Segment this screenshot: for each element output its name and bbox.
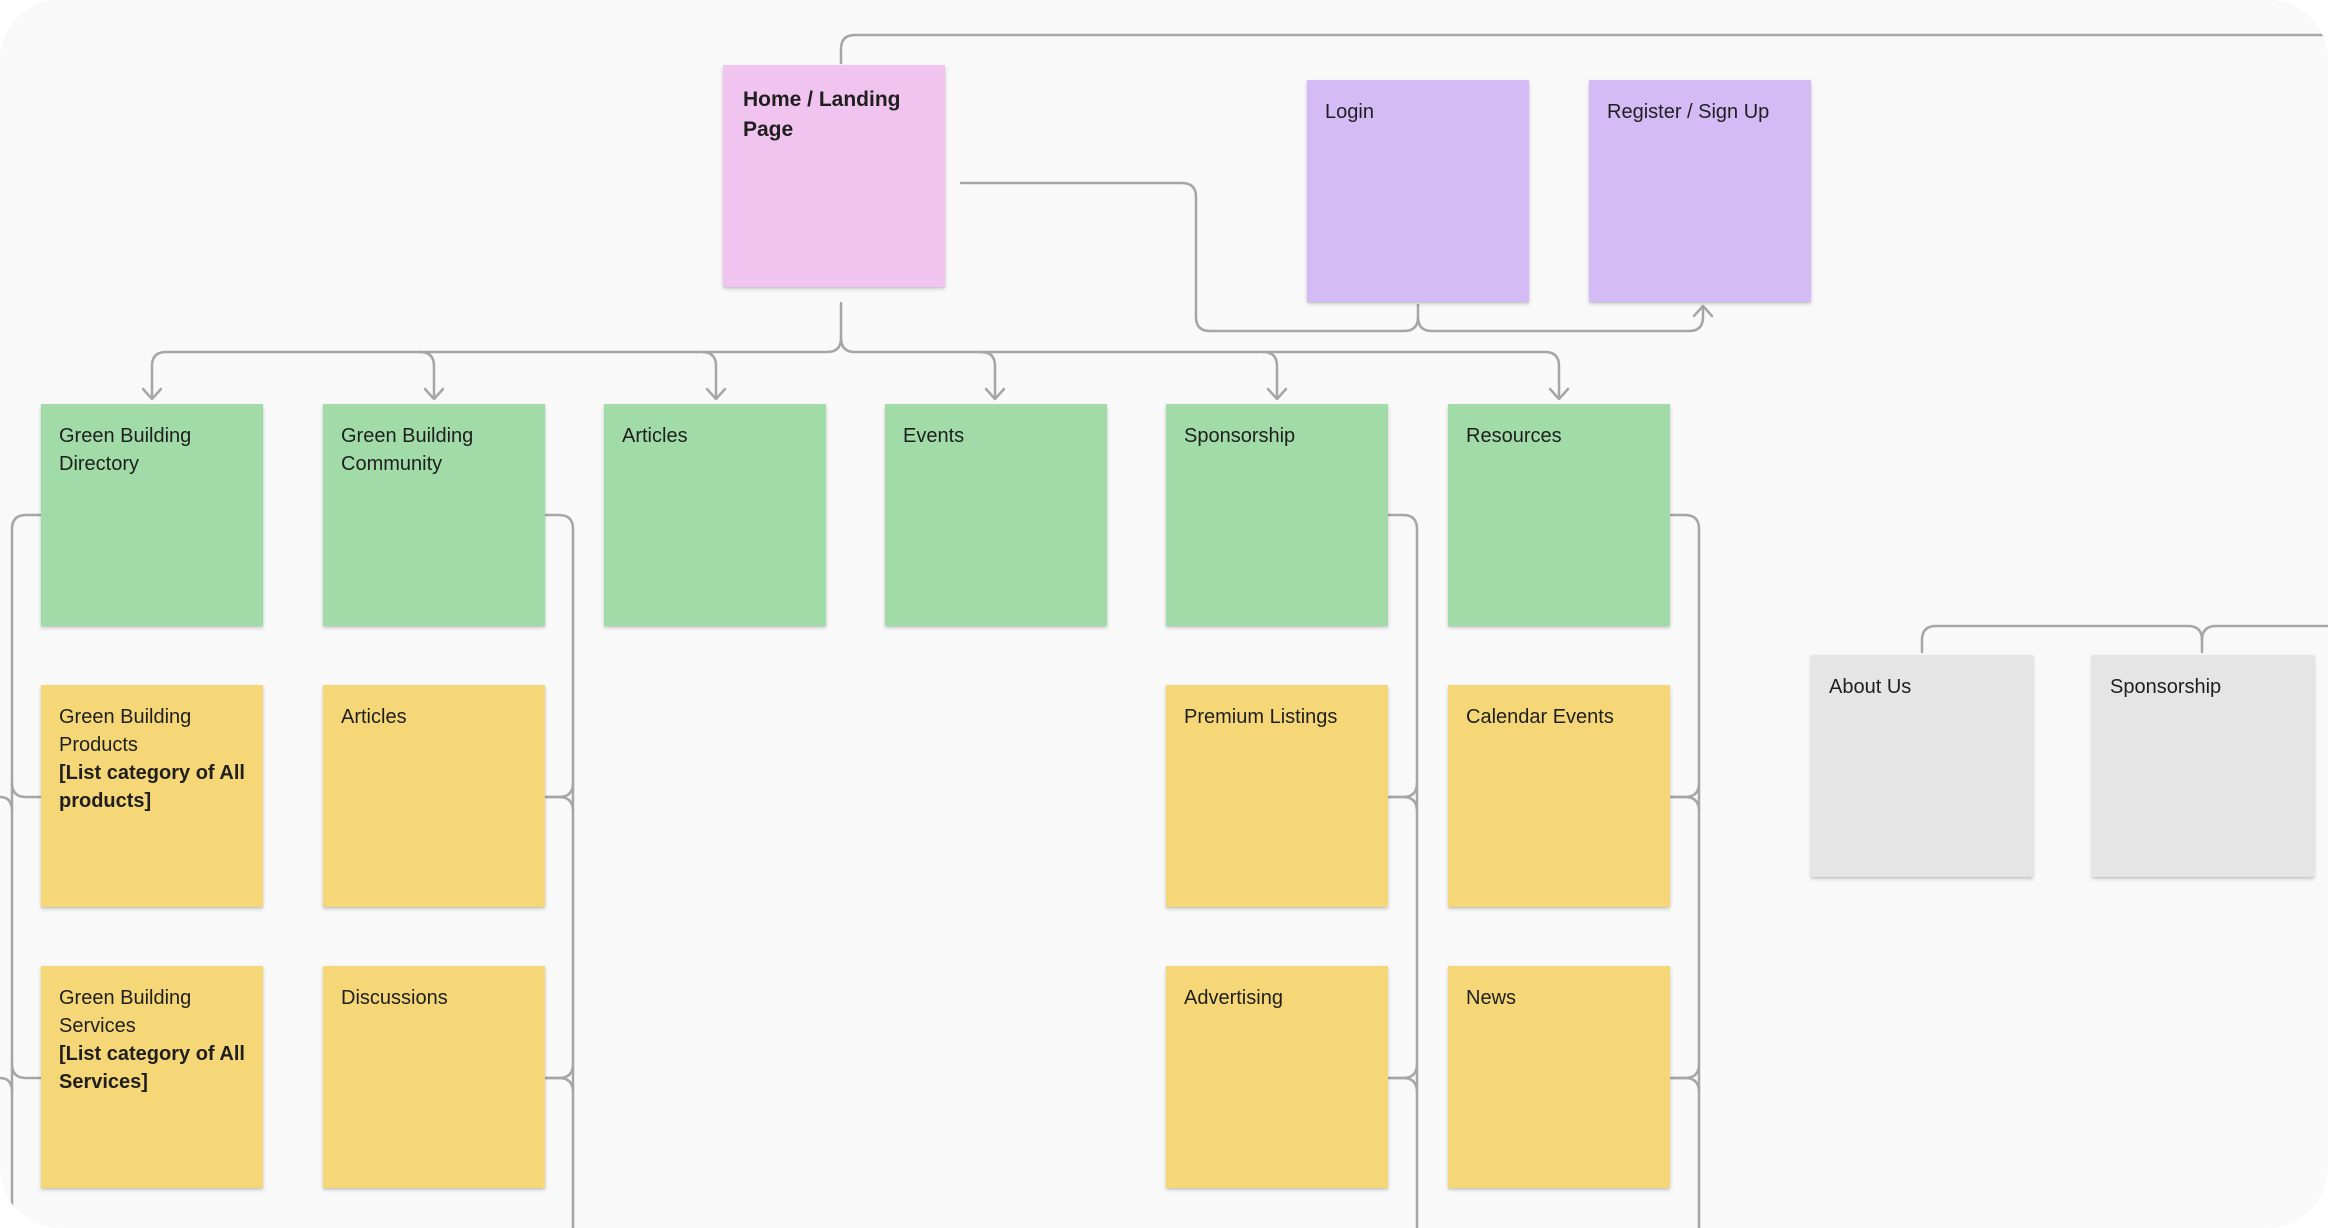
- section-card-label: Articles: [622, 425, 688, 447]
- connector-community-articles: [543, 781, 575, 799]
- connector-directory-products: [10, 781, 42, 799]
- subpage-card-discussions[interactable]: Discussions: [323, 966, 545, 1188]
- extra-card-about-us[interactable]: About Us: [1811, 655, 2033, 877]
- subpage-card-label: Premium Listings: [1184, 706, 1338, 728]
- section-card-resources[interactable]: Resources: [1448, 404, 1670, 626]
- connector-home-auth: [959, 181, 1420, 333]
- home-card-label: Home / Landing Page: [743, 88, 901, 141]
- subpage-card-label: Advertising: [1184, 987, 1283, 1009]
- section-card-label: Sponsorship: [1184, 425, 1296, 447]
- connector-sponsorship-advertising: [1387, 1062, 1419, 1080]
- section-card-directory[interactable]: Green Building Directory: [41, 404, 263, 626]
- register-card-label: Register / Sign Up: [1607, 101, 1770, 123]
- connector-sponsorship-premium: [1387, 781, 1419, 799]
- connector-sponsorship-advertising-b: [1387, 1076, 1419, 1094]
- connector-sponsorship-right: [1387, 513, 1419, 1228]
- connector-resources-news: [1669, 1062, 1701, 1080]
- subpage-card-label: News: [1466, 987, 1517, 1009]
- subpage-card-products[interactable]: Green Building Products [List category o…: [41, 685, 263, 907]
- subpage-card-note: [List category of All products]: [59, 762, 245, 812]
- subpage-card-premium-listings[interactable]: Premium Listings: [1166, 685, 1388, 907]
- section-card-label: Green Building Community: [341, 425, 474, 475]
- connector-branch-sponsorship: [1261, 350, 1279, 400]
- subpage-card-label: Calendar Events: [1466, 706, 1614, 728]
- subpage-card-note: [List category of All Services]: [59, 1043, 245, 1093]
- arrowhead-community: [423, 387, 445, 401]
- login-card[interactable]: Login: [1307, 80, 1529, 302]
- subpage-card-label: Discussions: [341, 987, 448, 1009]
- section-card-label: Green Building Directory: [59, 425, 192, 475]
- connector-trunk-right: [839, 336, 1561, 400]
- subpage-card-advertising[interactable]: Advertising: [1166, 966, 1388, 1188]
- register-card[interactable]: Register / Sign Up: [1589, 80, 1811, 302]
- login-card-label: Login: [1325, 101, 1374, 123]
- arrowhead-register: [1692, 304, 1714, 318]
- connector-login-register: [1416, 305, 1705, 333]
- connector-extra-pages: [1920, 624, 2204, 654]
- connector-resources-calendar: [1669, 781, 1701, 799]
- connector-directory-services: [10, 1062, 42, 1080]
- home-landing-page-card[interactable]: Home / Landing Page: [723, 65, 945, 287]
- section-card-community[interactable]: Green Building Community: [323, 404, 545, 626]
- extra-card-label: About Us: [1829, 676, 1912, 698]
- subpage-card-services[interactable]: Green Building Services [List category o…: [41, 966, 263, 1188]
- connector-directory-left: [10, 513, 42, 1228]
- connector-community-discussions: [543, 1062, 575, 1080]
- connector-directory-services-b: [0, 1076, 14, 1094]
- connector-home-top: [839, 33, 2328, 65]
- connector-sponsorship-premium-b: [1387, 795, 1419, 813]
- arrowhead-events: [984, 387, 1006, 401]
- connector-home-trunk: [150, 301, 843, 400]
- connector-branch-articles: [700, 350, 718, 400]
- connector-branch-events: [979, 350, 997, 400]
- connector-resources-right: [1669, 513, 1701, 1228]
- arrowhead-sponsorship: [1266, 387, 1288, 401]
- connector-community-discussions-b: [543, 1076, 575, 1094]
- connector-branch-community: [418, 350, 436, 400]
- connector-community-articles-b: [543, 795, 575, 813]
- subpage-card-label: Green Building Products: [59, 706, 192, 756]
- section-card-events[interactable]: Events: [885, 404, 1107, 626]
- subpage-card-news[interactable]: News: [1448, 966, 1670, 1188]
- subpage-card-community-articles[interactable]: Articles: [323, 685, 545, 907]
- extra-card-label: Sponsorship: [2110, 676, 2222, 698]
- subpage-card-calendar-events[interactable]: Calendar Events: [1448, 685, 1670, 907]
- connector-resources-calendar-b: [1669, 795, 1701, 813]
- arrowhead-directory: [141, 387, 163, 401]
- extra-card-sponsorship[interactable]: Sponsorship: [2092, 655, 2314, 877]
- connector-extra-pages-right: [2200, 624, 2328, 642]
- section-card-articles[interactable]: Articles: [604, 404, 826, 626]
- connector-resources-news-b: [1669, 1076, 1701, 1094]
- section-card-label: Events: [903, 425, 965, 447]
- section-card-sponsorship[interactable]: Sponsorship: [1166, 404, 1388, 626]
- subpage-card-label: Articles: [341, 706, 407, 728]
- arrowhead-articles: [705, 387, 727, 401]
- connector-directory-products-b: [0, 795, 14, 813]
- connector-community-right: [543, 513, 575, 1228]
- subpage-card-label: Green Building Services: [59, 987, 192, 1037]
- section-card-label: Resources: [1466, 425, 1562, 447]
- arrowhead-resources: [1548, 387, 1570, 401]
